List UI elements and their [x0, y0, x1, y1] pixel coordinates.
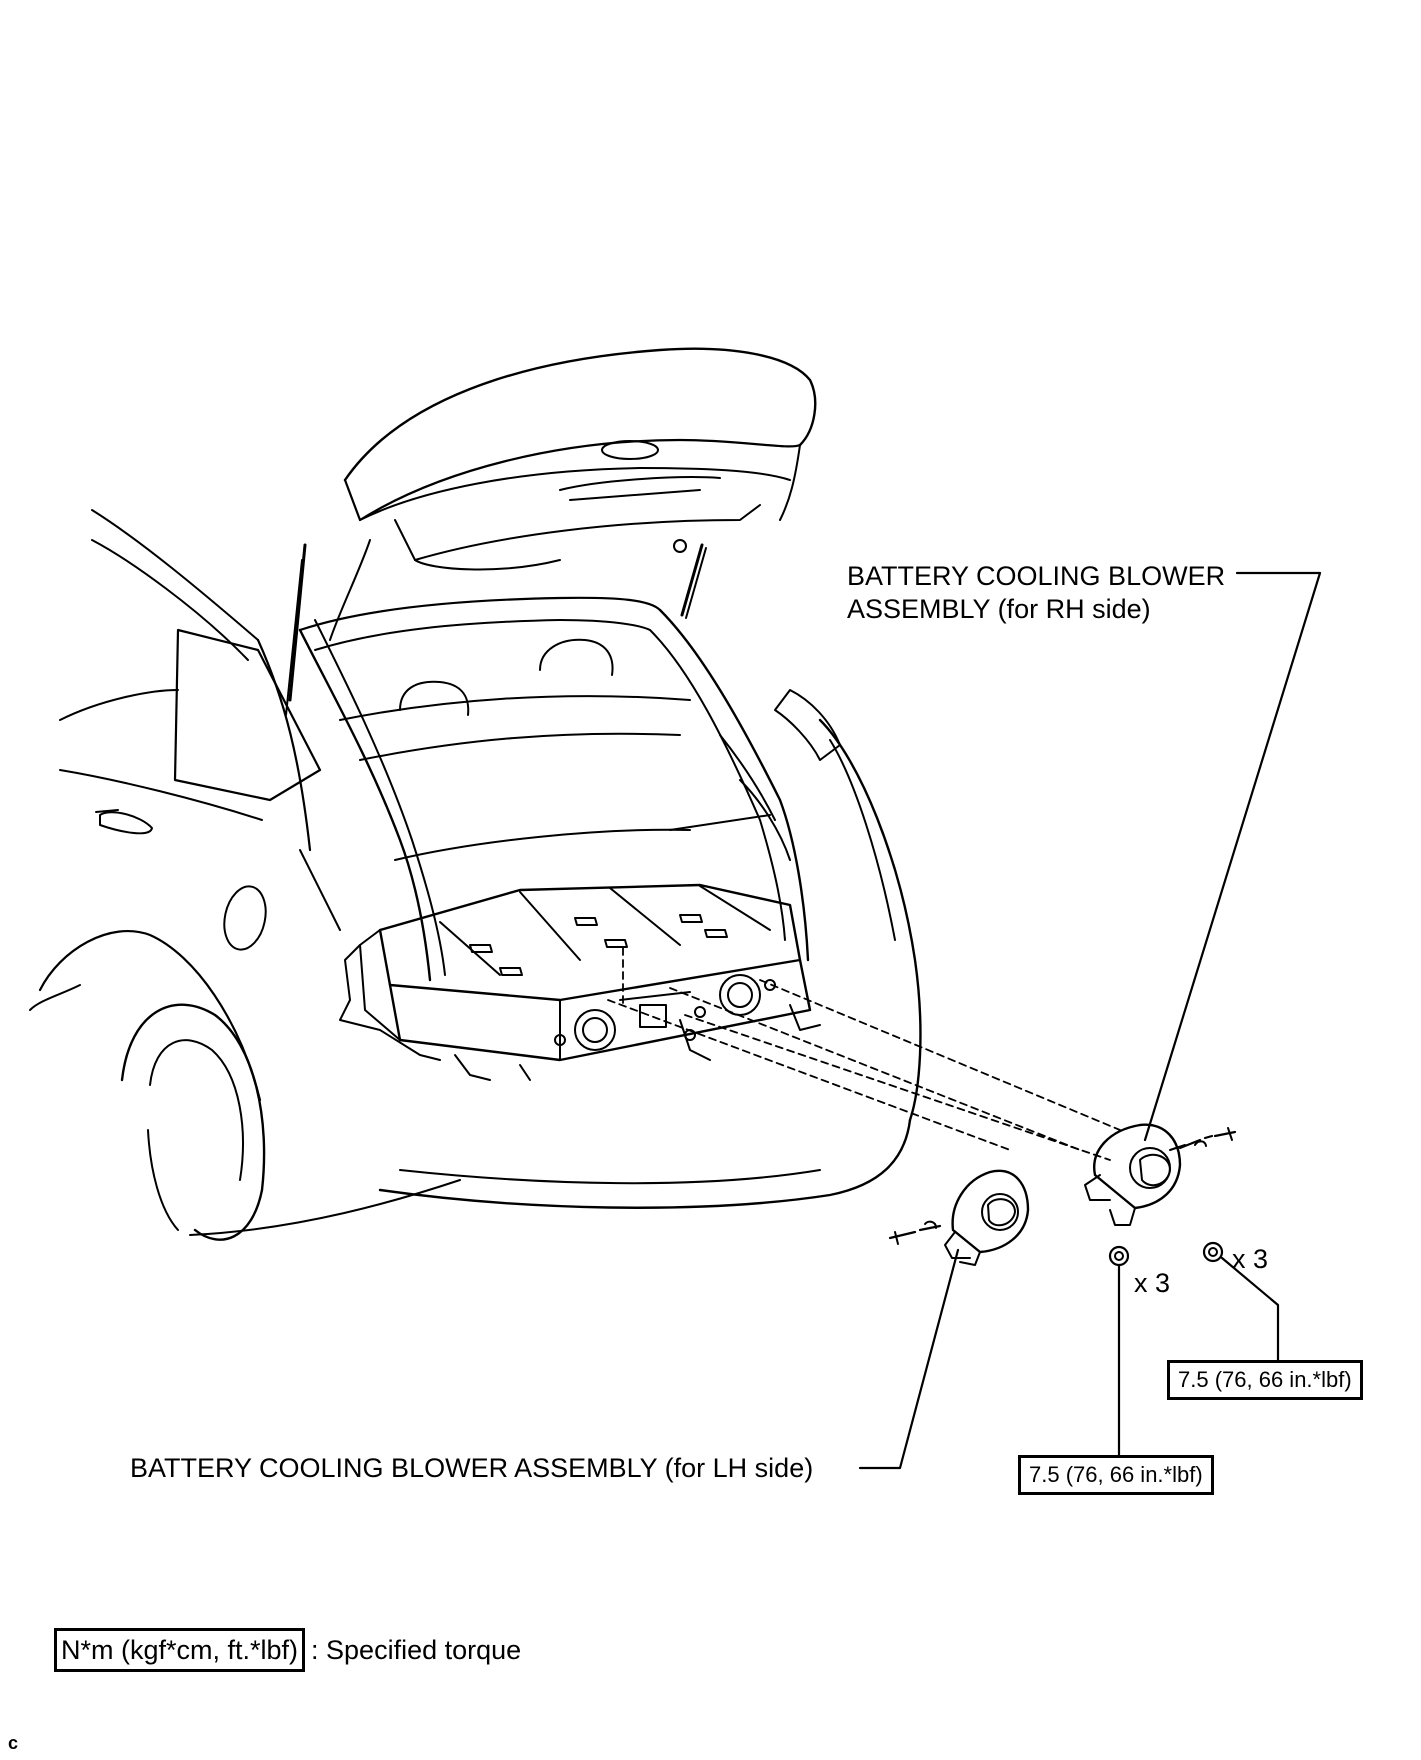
rh-callout-line2: ASSEMBLY (for RH side) [847, 594, 1151, 624]
liftgate-open [285, 347, 817, 716]
lh-blower-callout: BATTERY COOLING BLOWER ASSEMBLY (for LH … [130, 1453, 814, 1483]
legend-unit-box: N*m (kgf*cm, ft.*lbf) [54, 1628, 306, 1672]
rh-nut-icon [1202, 1241, 1224, 1263]
rh-blower-assembly [1084, 1123, 1237, 1226]
hv-battery [339, 883, 821, 1081]
lh-torque-spec: 7.5 (76, 66 in.*lbf) [1018, 1455, 1214, 1495]
rh-blower-callout: BATTERY COOLING BLOWER ASSEMBLY (for RH … [847, 560, 1225, 626]
rh-callout-line1: BATTERY COOLING BLOWER [847, 561, 1226, 591]
torque-legend: N*m (kgf*cm, ft.*lbf) : Specified torque [54, 1628, 521, 1672]
rh-nut-quantity: x 3 [1232, 1244, 1269, 1274]
cargo-area [298, 596, 810, 982]
rh-torque-leader [1220, 1256, 1280, 1362]
alignment-dashed-lines [607, 947, 1121, 1161]
rh-callout-leader [1143, 571, 1322, 1142]
leader-lines [858, 571, 1322, 1470]
lh-nut-icon [1108, 1245, 1130, 1267]
figure-code: c [8, 1733, 19, 1753]
car-body [29, 509, 922, 1241]
lh-blower-assembly [888, 1169, 1030, 1266]
legend-description: : Specified torque [311, 1634, 522, 1665]
lh-callout-leader [858, 1248, 960, 1470]
rh-torque-spec: 7.5 (76, 66 in.*lbf) [1167, 1360, 1363, 1400]
lh-nut-quantity: x 3 [1134, 1268, 1171, 1298]
